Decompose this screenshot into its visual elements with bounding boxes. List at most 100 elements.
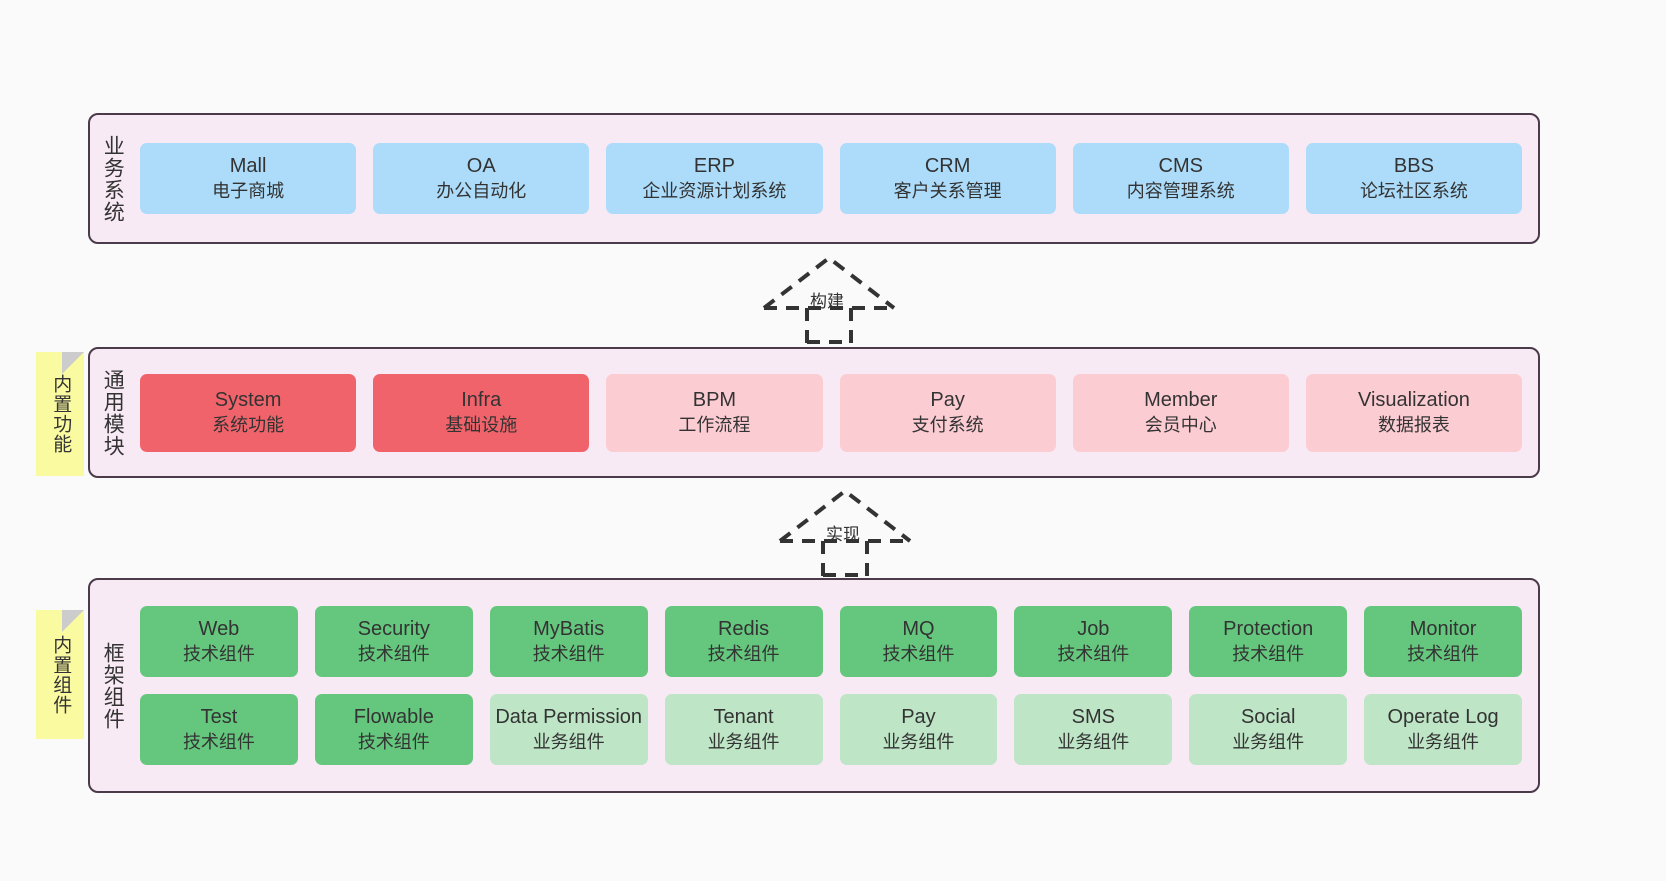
- node-label-cn: 工作流程: [678, 414, 751, 435]
- node-label-en: Security: [357, 618, 430, 641]
- node-data-permission[interactable]: Data Permission 业务组件: [489, 694, 648, 765]
- node-label-cn: 业务组件: [1232, 731, 1305, 752]
- layer-title-business: 业务系统: [101, 134, 125, 223]
- connector-implement-label: 实现: [826, 525, 860, 544]
- node-protection[interactable]: Protection 技术组件: [1189, 606, 1348, 677]
- node-erp[interactable]: ERP 企业资源计划系统: [606, 143, 823, 214]
- node-label-en: CRM: [924, 155, 971, 178]
- node-row: Mall 电子商城 OA 办公自动化 ERP 企业资源计划系统 CRM 客户关系…: [140, 143, 1523, 214]
- connector-build-arrow: [762, 255, 896, 344]
- node-label-en: Operate Log: [1387, 706, 1499, 729]
- node-label-cn: 技术组件: [182, 731, 255, 752]
- node-label-cn: 技术组件: [1057, 643, 1130, 664]
- node-label-en: Infra: [461, 389, 502, 412]
- layer-business-system: 业务系统 Mall 电子商城 OA 办公自动化 ERP 企业资源计划系统 CRM…: [88, 113, 1540, 244]
- node-label-en: BPM: [692, 389, 737, 412]
- node-system[interactable]: System 系统功能: [140, 373, 357, 452]
- node-tenant[interactable]: Tenant 业务组件: [664, 694, 823, 765]
- node-label-cn: 数据报表: [1377, 414, 1450, 435]
- node-visualization[interactable]: Visualization 数据报表: [1305, 373, 1523, 452]
- layer-body-module: System 系统功能 Infra 基础设施 BPM 工作流程 Pay 支付系统…: [134, 349, 1538, 476]
- node-label-cn: 客户关系管理: [893, 180, 1002, 201]
- node-row: Test 技术组件 Flowable 技术组件 Data Permission …: [140, 694, 1522, 765]
- node-label-cn: 内容管理系统: [1126, 180, 1235, 201]
- node-label-cn: 办公自动化: [436, 180, 527, 201]
- node-label-en: Visualization: [1357, 389, 1470, 412]
- node-security[interactable]: Security 技术组件: [314, 606, 473, 677]
- sticky-fold-icon: [62, 610, 84, 632]
- node-member[interactable]: Member 会员中心: [1072, 373, 1289, 452]
- node-label-cn: 会员中心: [1144, 414, 1217, 435]
- node-label-cn: 企业资源计划系统: [642, 180, 787, 201]
- node-label-en: SMS: [1071, 706, 1115, 729]
- node-label-en: MyBatis: [533, 618, 605, 641]
- layer-body-business: Mall 电子商城 OA 办公自动化 ERP 企业资源计划系统 CRM 客户关系…: [134, 115, 1538, 242]
- sticky-note-builtin-components: 内置组件: [36, 610, 84, 739]
- node-label-cn: 技术组件: [357, 643, 430, 664]
- node-label-en: MQ: [902, 618, 935, 641]
- node-mybatis[interactable]: MyBatis 技术组件: [489, 606, 648, 677]
- node-label-cn: 业务组件: [707, 731, 780, 752]
- node-label-cn: 论坛社区系统: [1359, 180, 1468, 201]
- node-flowable[interactable]: Flowable 技术组件: [314, 694, 473, 765]
- sticky-fold-icon: [62, 352, 84, 374]
- node-label-en: ERP: [693, 155, 735, 178]
- node-label-en: CMS: [1158, 155, 1203, 178]
- node-label-en: Pay: [901, 706, 936, 729]
- sticky-label: 内置功能: [50, 374, 72, 454]
- node-label-cn: 技术组件: [1232, 643, 1305, 664]
- node-label-cn: 业务组件: [532, 731, 605, 752]
- layer-body-framework: Web 技术组件 Security 技术组件 MyBatis 技术组件 Redi…: [134, 580, 1538, 791]
- node-label-cn: 技术组件: [1407, 643, 1480, 664]
- connector-implement: 实现: [760, 485, 960, 577]
- node-test[interactable]: Test 技术组件: [140, 694, 298, 765]
- node-row: System 系统功能 Infra 基础设施 BPM 工作流程 Pay 支付系统…: [140, 373, 1523, 452]
- node-label-en: System: [214, 389, 282, 412]
- node-label-en: OA: [466, 155, 496, 178]
- node-label-en: Job: [1077, 618, 1110, 641]
- node-label-en: BBS: [1393, 155, 1434, 178]
- node-label-en: Tenant: [713, 706, 774, 729]
- node-operate-log[interactable]: Operate Log 业务组件: [1364, 694, 1522, 765]
- node-label-cn: 技术组件: [357, 731, 430, 752]
- node-label-cn: 技术组件: [532, 643, 605, 664]
- node-infra[interactable]: Infra 基础设施: [373, 373, 590, 452]
- layer-title-module: 通用模块: [101, 368, 125, 457]
- node-monitor[interactable]: Monitor 技术组件: [1364, 606, 1522, 677]
- node-label-en: Web: [198, 618, 240, 641]
- node-label-en: Redis: [717, 618, 770, 641]
- node-label-en: Test: [200, 706, 238, 729]
- layer-framework-component: 框架组件 Web 技术组件 Security 技术组件 MyBatis 技术组件…: [88, 578, 1540, 793]
- node-label-cn: 技术组件: [707, 643, 780, 664]
- node-mall[interactable]: Mall 电子商城: [140, 143, 357, 214]
- node-crm[interactable]: CRM 客户关系管理: [839, 143, 1056, 214]
- node-label-cn: 技术组件: [882, 643, 955, 664]
- node-redis[interactable]: Redis 技术组件: [664, 606, 823, 677]
- node-label-cn: 系统功能: [212, 414, 285, 435]
- node-pay-component[interactable]: Pay 业务组件: [839, 694, 998, 765]
- node-mq[interactable]: MQ 技术组件: [839, 606, 998, 677]
- node-label-en: Protection: [1223, 618, 1314, 641]
- node-oa[interactable]: OA 办公自动化: [373, 143, 590, 214]
- connector-implement-arrow: [778, 488, 912, 577]
- node-label-en: Monitor: [1409, 618, 1477, 641]
- node-sms[interactable]: SMS 业务组件: [1014, 694, 1173, 765]
- node-label-cn: 业务组件: [1407, 731, 1480, 752]
- node-web[interactable]: Web 技术组件: [140, 606, 298, 677]
- node-label-cn: 业务组件: [1057, 731, 1130, 752]
- node-label-en: Data Permission: [495, 706, 643, 729]
- layer-title-framework: 框架组件: [101, 641, 125, 730]
- node-label-cn: 技术组件: [182, 643, 255, 664]
- sticky-note-builtin-features: 内置功能: [36, 352, 84, 476]
- node-bpm[interactable]: BPM 工作流程: [606, 373, 823, 452]
- connector-build: 构建: [744, 252, 944, 344]
- sticky-label: 内置组件: [50, 634, 72, 715]
- node-job[interactable]: Job 技术组件: [1014, 606, 1173, 677]
- node-label-en: Pay: [930, 389, 965, 412]
- node-pay-module[interactable]: Pay 支付系统: [839, 373, 1056, 452]
- node-bbs[interactable]: BBS 论坛社区系统: [1305, 143, 1523, 214]
- node-label-cn: 业务组件: [882, 731, 955, 752]
- node-social[interactable]: Social 业务组件: [1189, 694, 1348, 765]
- node-cms[interactable]: CMS 内容管理系统: [1072, 143, 1289, 214]
